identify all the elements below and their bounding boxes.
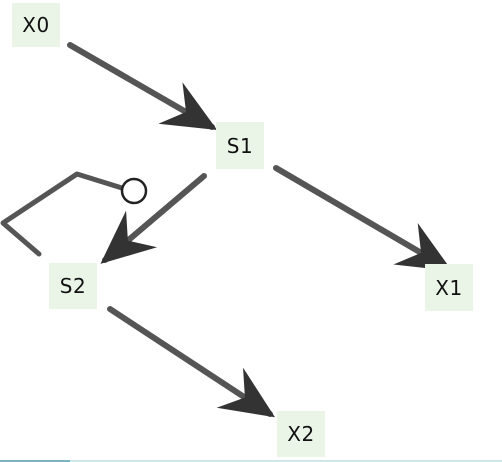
node-x1[interactable]: X1: [425, 264, 473, 311]
node-x0[interactable]: X0: [12, 3, 60, 47]
self-loop-circle-end: [120, 177, 148, 205]
node-s1-label: S1: [226, 133, 254, 158]
edge-s1-x1: [273, 165, 453, 272]
edge-s2-x2: [107, 306, 276, 418]
node-s2-label: S2: [59, 274, 87, 298]
node-x2[interactable]: X2: [277, 411, 325, 457]
edge-s2-self-loop: [0, 171, 125, 257]
node-x1-label: X1: [435, 275, 463, 300]
node-s1[interactable]: S1: [216, 122, 264, 169]
node-x0-label: X0: [22, 13, 50, 37]
edge-s1-s2: [100, 173, 207, 264]
bottom-divider: [0, 460, 502, 462]
edge-x0-s1: [67, 42, 218, 131]
node-x2-label: X2: [287, 422, 315, 446]
node-s2[interactable]: S2: [49, 263, 97, 309]
